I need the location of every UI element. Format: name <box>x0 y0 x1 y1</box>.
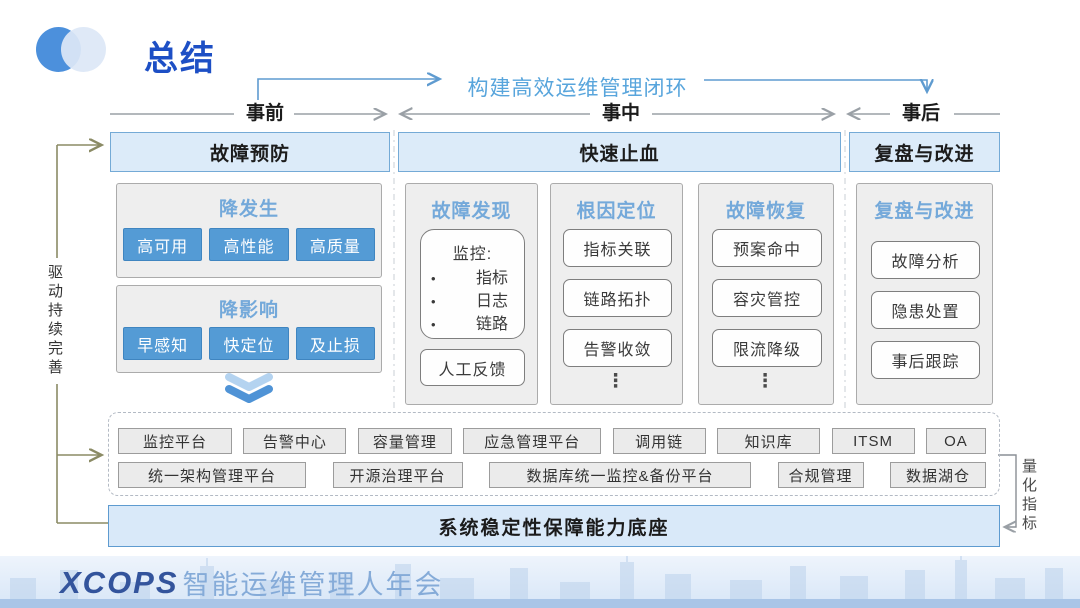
footer-strip <box>0 599 1080 608</box>
platform-capacity: 容量管理 <box>357 428 452 454</box>
brand-xcops: XCOPS <box>60 564 179 600</box>
ellipsis-icon: ⋮ <box>755 371 777 392</box>
platform-compliance: 合规管理 <box>777 462 864 488</box>
fault-recovery-title: 故障恢复 <box>725 201 806 222</box>
alert-convergence-item: 告警收敛 <box>563 329 672 367</box>
header-fault-prevention: 故障预防 <box>110 132 390 172</box>
pill-fast-locating: 快定位 <box>209 327 289 360</box>
post-tracking-item: 事后跟踪 <box>871 341 980 379</box>
bullet-icon: • <box>431 294 436 309</box>
review-improve-title: 复盘与改进 <box>874 201 975 222</box>
rate-limit-degrade-item: 限流降级 <box>712 329 822 367</box>
platform-db-monitor-backup: 数据库统一监控&备份平台 <box>489 462 751 488</box>
platform-call-chain: 调用链 <box>612 428 706 454</box>
monitor-bullet-metrics: • 指标 <box>421 267 524 290</box>
reduce-impact-box: 降影响 早感知 快定位 及止损 <box>116 285 382 373</box>
platform-opensource-governance: 开源治理平台 <box>332 462 463 488</box>
phase-during-label: 事中 <box>601 103 640 124</box>
page-title: 总结 <box>144 40 216 78</box>
platform-data-lakehouse: 数据湖仓 <box>890 462 986 488</box>
footer-band: XCOPS 智能运维管理人年会 <box>0 556 1080 608</box>
fault-recovery-box: 故障恢复 预案命中 容灾管控 限流降级 ⋮ <box>698 183 834 405</box>
platform-oa: OA <box>925 428 986 454</box>
monitor-label: 监控: <box>452 246 493 263</box>
platform-itsm: ITSM <box>831 428 915 454</box>
monitor-bullet-label: 指标 <box>475 270 508 287</box>
phase-before-label: 事前 <box>245 103 284 124</box>
logo-circle-light-icon <box>61 27 106 72</box>
platform-alert-center: 告警中心 <box>243 428 347 454</box>
monitor-bullet-label: 日志 <box>475 293 508 310</box>
monitor-bullet-label: 链路 <box>475 316 508 333</box>
pill-high-performance: 高性能 <box>209 228 289 261</box>
manual-feedback-item: 人工反馈 <box>420 349 525 386</box>
root-cause-title: 根因定位 <box>576 201 657 222</box>
platform-monitoring: 监控平台 <box>118 428 232 454</box>
reduce-occurrence-title: 降发生 <box>218 199 279 220</box>
reduce-occurrence-box: 降发生 高可用 高性能 高质量 <box>116 183 382 278</box>
review-improve-box: 复盘与改进 故障分析 隐患处置 事后跟踪 <box>856 183 993 405</box>
platform-row-2: 统一架构管理平台 开源治理平台 数据库统一监控&备份平台 合规管理 数据湖仓 <box>118 462 986 488</box>
platform-container <box>108 412 1000 496</box>
fault-discovery-title: 故障发现 <box>431 201 512 222</box>
foundation-bar: 系统稳定性保障能力底座 <box>108 505 1000 547</box>
platform-row-1: 监控平台 告警中心 容量管理 应急管理平台 调用链 知识库 ITSM OA <box>118 428 986 454</box>
fault-discovery-box: 故障发现 监控: • 指标 • 日志 • 链路 人工反馈 <box>405 183 538 405</box>
plan-hit-item: 预案命中 <box>712 229 822 267</box>
monitor-bullet-traces: • 链路 <box>421 313 524 336</box>
fault-analysis-item: 故障分析 <box>871 241 980 279</box>
metric-correlation-item: 指标关联 <box>563 229 672 267</box>
monitor-box: 监控: • 指标 • 日志 • 链路 <box>420 229 525 339</box>
ellipsis-icon: ⋮ <box>606 371 627 392</box>
platform-unified-architecture: 统一架构管理平台 <box>118 462 306 488</box>
phase-after-label: 事后 <box>901 103 940 124</box>
hazard-handling-item: 隐患处置 <box>871 291 980 329</box>
bullet-icon: • <box>431 271 436 286</box>
drive-continuous-improve-label: 驱动持续完善 <box>45 258 64 384</box>
header-review-improve: 复盘与改进 <box>849 132 1000 172</box>
reduce-impact-title: 降影响 <box>218 300 279 321</box>
disaster-control-item: 容灾管控 <box>712 279 822 317</box>
pill-timely-loss-stop: 及止损 <box>295 327 375 360</box>
pill-early-detection: 早感知 <box>123 327 203 360</box>
trace-topology-item: 链路拓扑 <box>563 279 672 317</box>
bullet-icon: • <box>431 317 436 332</box>
pill-high-quality: 高质量 <box>295 228 375 261</box>
platform-knowledge-base: 知识库 <box>717 428 821 454</box>
platform-emergency: 应急管理平台 <box>463 428 602 454</box>
closed-loop-label: 构建高效运维管理闭环 <box>467 77 688 100</box>
header-quick-stop-bleeding: 快速止血 <box>398 132 841 172</box>
footer-logo: XCOPS 智能运维管理人年会 <box>60 563 444 602</box>
pill-high-availability: 高可用 <box>123 228 203 261</box>
quantitative-metrics-label: 量化指标 <box>1020 458 1037 534</box>
root-cause-box: 根因定位 指标关联 链路拓扑 告警收敛 ⋮ <box>550 183 683 405</box>
monitor-bullet-logs: • 日志 <box>421 290 524 313</box>
event-name: 智能运维管理人年会 <box>182 570 444 600</box>
